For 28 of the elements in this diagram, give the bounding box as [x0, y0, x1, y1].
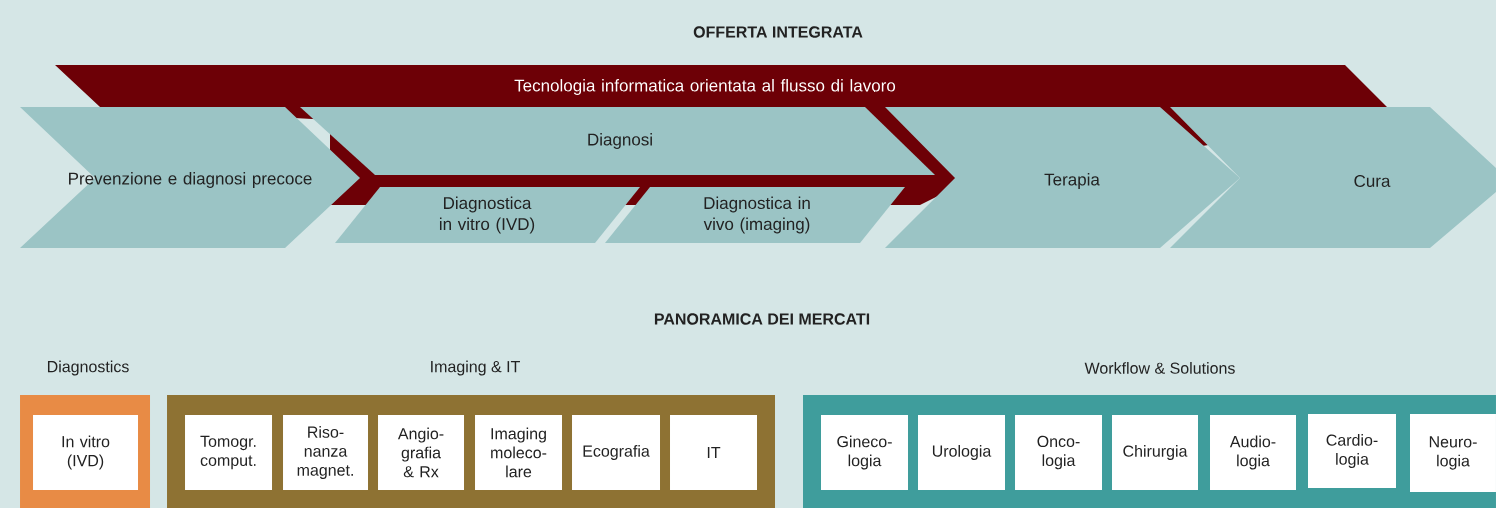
node-label: Workflow & Solutions: [1084, 362, 1235, 374]
node-label: Terapia: [1044, 173, 1100, 189]
chevron-step: Cura: [1170, 107, 1496, 248]
diagram-title: OFFERTA INTEGRATA: [693, 26, 863, 38]
market-box: Angio- grafia & Rx: [378, 415, 464, 490]
market-box: Ecografia: [572, 415, 660, 490]
parallelogram-tag: Diagnostica in vitro (IVD): [335, 187, 640, 243]
market-box: Cardio- logia: [1308, 414, 1396, 488]
chevron-step: Prevenzione e diagnosi precoce: [20, 107, 360, 248]
market-box: In vitro (IVD): [33, 415, 138, 490]
parallelogram-tag: Diagnostica in vivo (imaging): [605, 187, 905, 243]
node-label: Diagnosi: [588, 133, 652, 149]
market-box: Onco- logia: [1015, 415, 1102, 490]
market-box: IT: [670, 415, 757, 490]
market-box: Imaging moleco- lare: [475, 415, 562, 490]
section-heading: PANORAMICA DEI MERCATI: [654, 313, 870, 325]
market-box: Audio- logia: [1210, 415, 1296, 490]
market-box: Urologia: [918, 415, 1005, 490]
node-label: Diagnostics: [47, 360, 129, 376]
market-box: Chirurgia: [1112, 415, 1198, 490]
node-label: Imaging & IT: [431, 360, 520, 376]
chevron-step: Terapia: [885, 107, 1240, 248]
market-box: Tomogr. comput.: [185, 415, 272, 490]
market-box: Gineco- logia: [821, 415, 908, 490]
node-label: Prevenzione e diagnosi precoce: [69, 172, 312, 188]
node-label: Cura: [1354, 174, 1391, 188]
market-box: Riso- nanza magnet.: [283, 415, 368, 490]
market-box: Neuro- logia: [1410, 414, 1496, 492]
